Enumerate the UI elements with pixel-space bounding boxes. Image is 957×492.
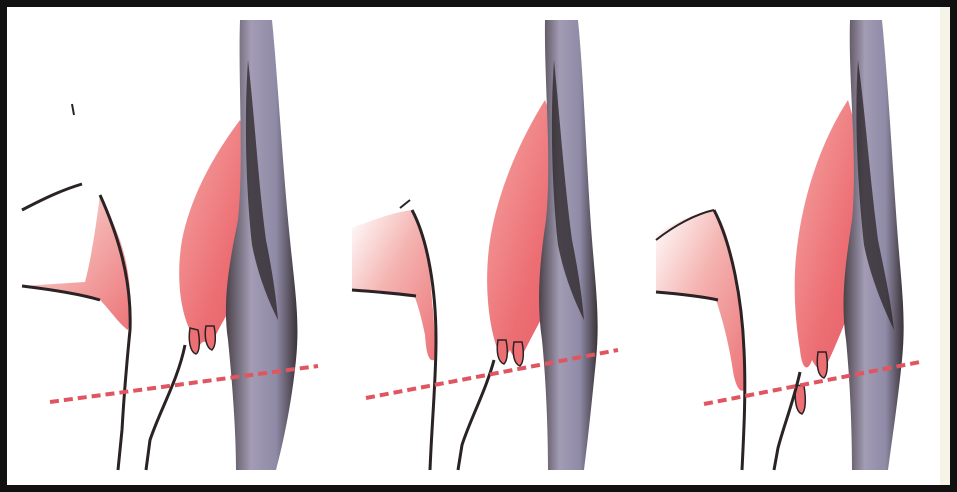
- fore-udder: [656, 210, 745, 391]
- fore-udder: [22, 195, 130, 330]
- panel-1: [22, 20, 318, 470]
- belly-line: [22, 184, 82, 210]
- teat: [205, 326, 215, 350]
- belly-tick: [72, 104, 74, 115]
- panel-3: [656, 20, 920, 470]
- teat: [817, 352, 827, 378]
- panel-2: [352, 20, 618, 470]
- inner-leg-line: [146, 345, 185, 470]
- teat: [189, 328, 199, 354]
- belly-tick: [400, 200, 410, 208]
- teat: [513, 342, 523, 366]
- teat: [497, 340, 507, 364]
